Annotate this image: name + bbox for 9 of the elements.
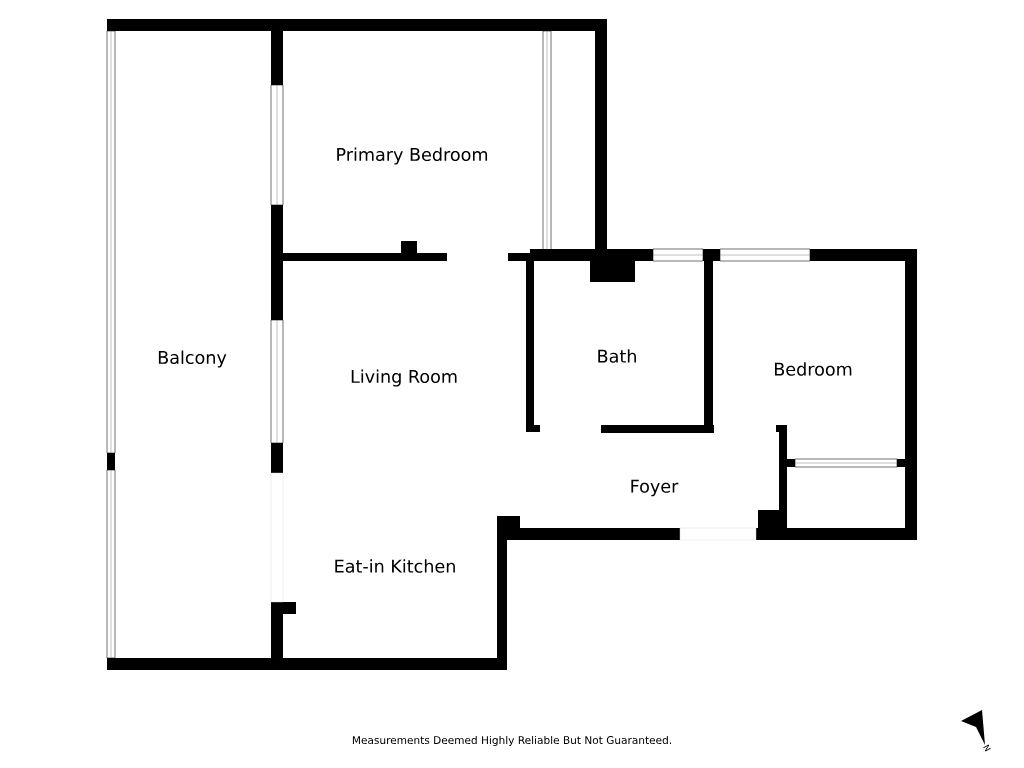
room-label: Bedroom: [775, 362, 852, 376]
room-label: Foyer: [631, 479, 679, 497]
room-label: Living Room: [351, 369, 457, 387]
north-label: N: [983, 744, 991, 752]
room-label: Eat-in Kitchen: [335, 559, 455, 573]
room-label: Primary Bedroom: [337, 147, 488, 165]
caption: Measurements Deemed Highly Reliable But Not Guaranteed.: [352, 735, 671, 747]
room-label: Bath: [598, 349, 636, 363]
room-label: Balcony: [158, 350, 227, 368]
